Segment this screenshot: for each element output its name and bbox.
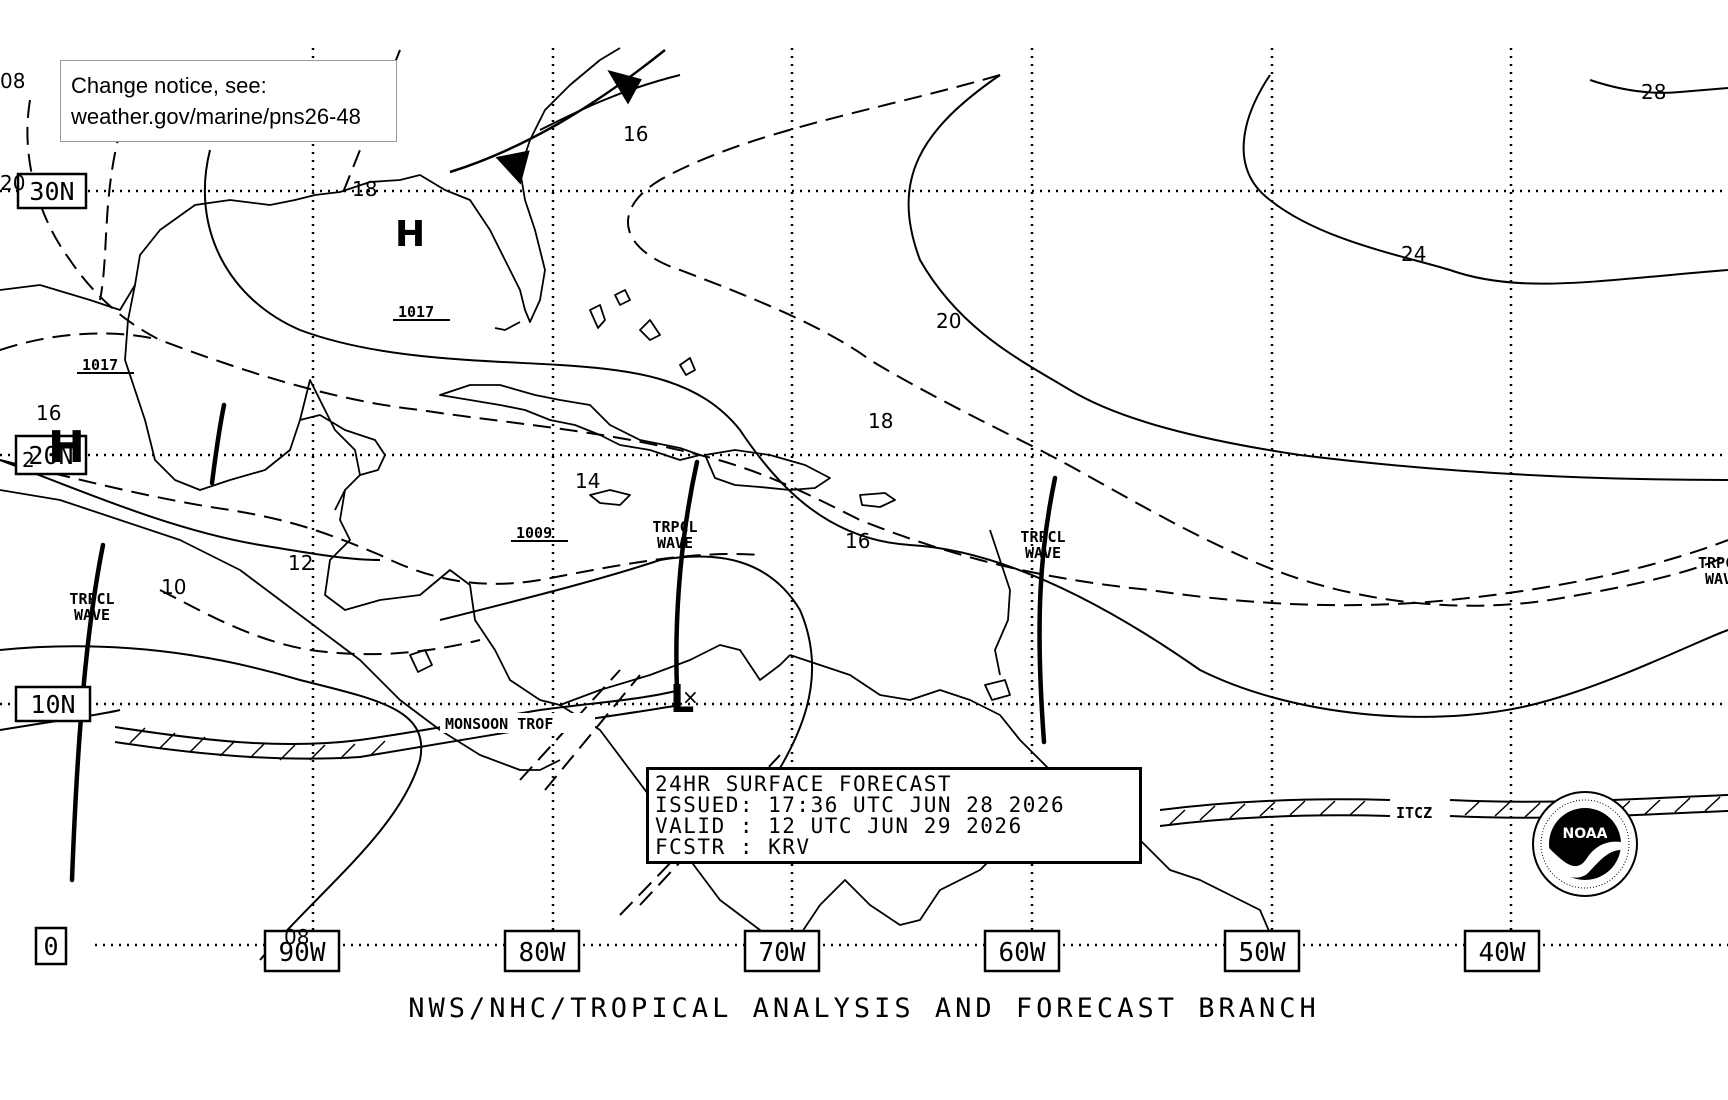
yucatan xyxy=(299,414,386,476)
isobar-label: 16 xyxy=(845,529,870,553)
forecast-title: 24HR SURFACE FORECAST xyxy=(655,772,953,796)
bahamas-1 xyxy=(589,304,606,329)
stationary-front xyxy=(449,49,666,185)
tropical-wave-4 xyxy=(209,402,227,486)
isobar-label: 12 xyxy=(288,551,313,575)
south-america-caribbean xyxy=(789,654,1061,781)
tropical-wave-label: WAVE xyxy=(1025,544,1061,562)
change-notice: Change notice, see: weather.gov/marine/p… xyxy=(60,60,397,142)
noaa-logo-text: NOAA xyxy=(1563,826,1608,842)
forecast-forecaster: FCSTR : KRV xyxy=(655,835,811,859)
isobar-label: 08 xyxy=(0,69,25,93)
coastlines xyxy=(0,47,1276,951)
isobar-label: 18 xyxy=(868,409,893,433)
pressure-value: 1017 xyxy=(398,303,434,321)
high-pressure-center: H xyxy=(48,422,85,473)
noaa-logo: NOAA xyxy=(1532,791,1638,897)
isobar-label: 18 xyxy=(352,177,377,201)
nicaragua-lake xyxy=(409,649,433,673)
lat-label-0: 0 xyxy=(43,932,58,961)
isobar-label: 16 xyxy=(36,401,61,425)
lon-label-80w: 80W xyxy=(519,938,566,968)
puerto-rico xyxy=(859,492,896,508)
change-notice-line: Change notice, see: xyxy=(71,73,267,98)
forecast-valid: VALID : 12 UTC JUN 29 2026 xyxy=(655,814,1023,838)
tropical-wave-label: WAVE xyxy=(1705,570,1728,588)
isobar-label: 28 xyxy=(1641,80,1666,104)
tropical-wave-label: TRPCL xyxy=(69,590,114,608)
lat-label-30n: 30N xyxy=(29,177,74,206)
low-center-marker: × xyxy=(682,685,699,709)
tropical-wave-2 xyxy=(674,459,700,693)
itcz-label: ITCZ xyxy=(1396,804,1432,822)
tropical-wave-label: TRPCL xyxy=(652,518,697,536)
isobar-labels: 08 16 18 20 24 28 18 16 14 12 10 16 08 2… xyxy=(0,69,1666,949)
change-notice-link[interactable]: weather.gov/marine/pns26-48 xyxy=(71,104,361,129)
pressure-value: 1017 xyxy=(82,356,118,374)
isobar-label: 20 xyxy=(0,171,25,195)
central-america-caribbean xyxy=(324,489,791,706)
lon-label-50w: 50W xyxy=(1239,938,1286,968)
forecast-issued: ISSUED: 17:36 UTC JUN 28 2026 xyxy=(655,793,1066,817)
bahamas-4 xyxy=(679,357,696,376)
lon-label-90w: 90W xyxy=(279,938,326,968)
isobar-label: 24 xyxy=(1401,242,1426,266)
tropical-wave-label: TRPCL xyxy=(1698,554,1728,572)
bahamas-3 xyxy=(639,319,661,341)
tropical-wave-3 xyxy=(1037,475,1058,745)
lon-label-70w: 70W xyxy=(759,938,806,968)
lon-label-60w: 60W xyxy=(999,938,1046,968)
lat-label-10n: 10N xyxy=(30,690,75,719)
isobar-label: 14 xyxy=(575,469,600,493)
south-america-north xyxy=(559,704,1276,951)
monsoon-trough-label: MONSOON TROF xyxy=(445,715,553,733)
mexico-gulf-coast xyxy=(124,284,361,511)
hispaniola xyxy=(704,449,831,491)
forecast-info-box: 24HR SURFACE FORECAST ISSUED: 17:36 UTC … xyxy=(646,767,1142,864)
longitude-labels: 90W 80W 70W 60W 50W 40W xyxy=(263,929,1541,973)
florida-keys xyxy=(494,321,521,331)
high-pressure-center: H xyxy=(395,214,425,255)
isobar-label: 10 xyxy=(161,575,186,599)
tropical-wave-label: WAVE xyxy=(657,534,693,552)
pressure-value: 1009 xyxy=(516,524,552,542)
isobars-solid xyxy=(0,74,1728,961)
lat-label-20n: 20N xyxy=(28,441,73,470)
graticule xyxy=(0,48,1728,947)
trinidad xyxy=(984,679,1011,701)
central-america-pacific xyxy=(0,489,561,771)
latitude-labels: 30N 20N 10N 0 xyxy=(14,172,92,966)
pressure-systems: H 1017 H 1017 L × 1009 xyxy=(48,214,699,721)
lon-label-40w: 40W xyxy=(1479,938,1526,968)
bahamas-2 xyxy=(614,289,631,306)
tropical-wave-1 xyxy=(69,542,106,883)
isobar-label: 08 xyxy=(284,925,309,949)
isobar-label: 16 xyxy=(623,122,648,146)
footer-credit: NWS/NHC/TROPICAL ANALYSIS AND FORECAST B… xyxy=(408,993,1320,1024)
lesser-antilles xyxy=(989,529,1011,676)
tropical-wave-label: TRPCL xyxy=(1020,528,1065,546)
jamaica xyxy=(589,489,631,506)
tropical-waves xyxy=(69,402,1058,883)
isobar-label: 2 xyxy=(22,448,35,472)
tropical-wave-label: WAVE xyxy=(74,606,110,624)
low-pressure-center: L xyxy=(670,677,694,721)
feature-labels: TRPCL WAVE TRPCL WAVE TRPCL WAVE TRPCL W… xyxy=(69,518,1728,822)
isobar-label: 20 xyxy=(936,309,961,333)
cuba xyxy=(439,384,701,461)
